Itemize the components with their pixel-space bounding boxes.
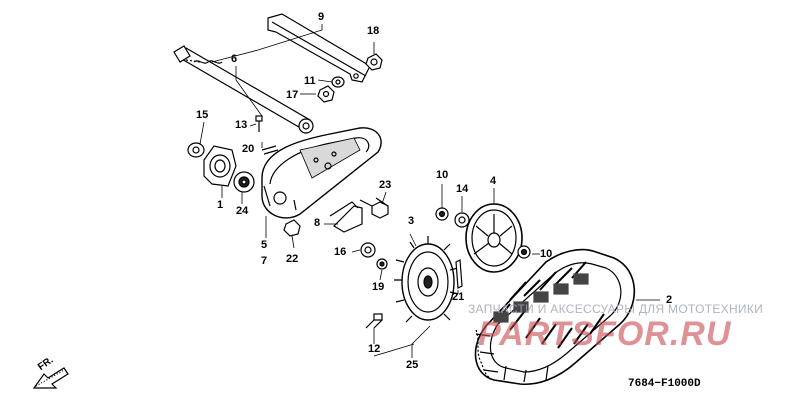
part-20-pin	[261, 145, 279, 155]
part-12-bolt	[365, 313, 383, 329]
label-17: 17	[286, 89, 299, 101]
part-9-guide-plate	[267, 13, 371, 83]
label-22: 22	[286, 253, 299, 265]
part-17-nut	[317, 85, 335, 103]
part-4-wheel	[465, 203, 523, 273]
label-10-upper: 10	[436, 169, 449, 181]
label-1: 1	[217, 199, 224, 211]
part-19-washer	[376, 258, 388, 270]
watermark-text: ЗАПЧАСТИ И АКСЕССУАРЫ ДЛЯ МОТОТЕХНИКИ	[468, 302, 764, 316]
diagram-code: 7684−F1000D	[628, 378, 701, 390]
label-3: 3	[408, 215, 415, 227]
part-6-shaft	[173, 45, 314, 134]
label-16: 16	[334, 246, 347, 258]
part-11-washer	[331, 76, 345, 88]
label-10-lower: 10	[540, 248, 553, 260]
label-19: 19	[372, 281, 385, 293]
watermark-logo: PARTSFOR.RU	[478, 315, 732, 353]
part-18-nut	[365, 53, 383, 71]
part-15-washer	[187, 142, 205, 158]
part-8-bracket	[329, 201, 363, 233]
part-10-washer-upper	[435, 207, 449, 221]
leader-lines	[199, 24, 660, 358]
label-7: 7	[261, 255, 268, 267]
label-2: 2	[666, 294, 673, 306]
part-13-bolt	[255, 115, 263, 132]
part-10-washer-lower	[517, 245, 531, 259]
label-8: 8	[314, 217, 321, 229]
label-18: 18	[367, 25, 380, 37]
part-24-bearing	[233, 171, 255, 193]
part-1-bearing-holder	[203, 145, 237, 187]
label-21: 21	[452, 291, 465, 303]
part-5-chain-case	[261, 127, 382, 219]
label-15: 15	[196, 109, 209, 121]
label-13: 13	[235, 119, 248, 131]
part-23-bolt	[359, 197, 389, 219]
label-6: 6	[231, 53, 238, 65]
label-11: 11	[304, 75, 316, 87]
part-21-pin	[455, 259, 463, 289]
front-direction-arrow	[32, 367, 69, 389]
part-2-track	[474, 248, 636, 386]
label-23: 23	[379, 179, 392, 191]
label-12: 12	[368, 343, 381, 355]
label-4: 4	[490, 175, 497, 187]
part-22-bolt	[283, 219, 301, 237]
label-14: 14	[456, 183, 469, 195]
label-9: 9	[318, 11, 325, 23]
part-3-drive-sprocket	[394, 236, 459, 323]
label-25: 25	[406, 359, 419, 371]
part-16-collar	[360, 242, 376, 258]
part-14-collar	[454, 212, 470, 228]
label-20: 20	[242, 143, 255, 155]
label-5: 5	[261, 239, 268, 251]
label-24: 24	[236, 205, 249, 217]
